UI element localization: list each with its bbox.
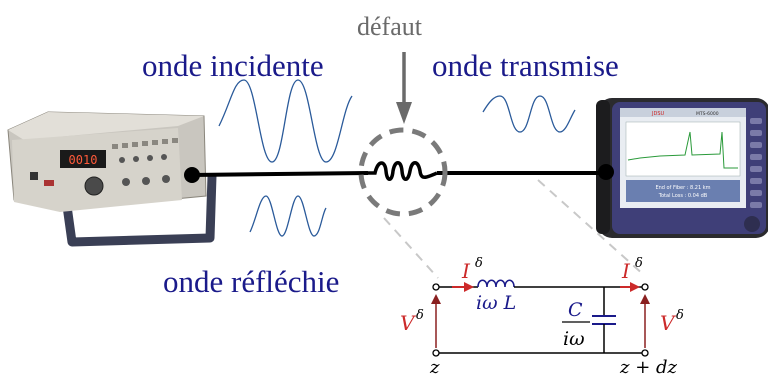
- svg-text:δ: δ: [676, 308, 684, 323]
- transmission-line: [184, 164, 614, 183]
- svg-text:Total Loss : 0.04 dB: Total Loss : 0.04 dB: [658, 193, 708, 199]
- reflected-wave: [250, 196, 326, 236]
- voltage-arrow-left-icon: [431, 294, 441, 348]
- svg-text:δ: δ: [635, 256, 643, 271]
- defect-inductor-icon: [368, 163, 437, 180]
- svg-text:MTS-6000: MTS-6000: [696, 111, 719, 117]
- terminal-bottom-left: [433, 350, 439, 356]
- terminal-top-right: [642, 284, 648, 290]
- equivalent-circuit: [431, 280, 650, 356]
- capacitance-numerator: C: [568, 299, 583, 321]
- current-label-right: I: [621, 259, 631, 283]
- terminal-top-left: [433, 284, 439, 290]
- terminal-bottom-right: [642, 350, 648, 356]
- voltage-arrow-right-icon: [640, 294, 650, 348]
- transmitted-wave: [483, 96, 575, 132]
- current-arrow-right-icon: [620, 282, 640, 292]
- svg-text:δ: δ: [416, 308, 424, 323]
- circuit-inductor-icon: [478, 280, 514, 287]
- svg-text:δ: δ: [475, 256, 483, 271]
- capacitance-denominator: iω: [563, 328, 585, 350]
- zoom-line-left: [384, 218, 438, 278]
- svg-text:End of Fiber : 8.21 km: End of Fiber : 8.21 km: [655, 185, 710, 191]
- voltage-label-right: V: [660, 311, 677, 335]
- inductance-label: iω L: [476, 292, 516, 314]
- svg-text:JDSU: JDSU: [651, 111, 664, 117]
- generator-knob-icon: [85, 177, 103, 195]
- current-label-left: I: [461, 259, 471, 283]
- svg-text:0010: 0010: [69, 153, 98, 167]
- defect-arrow-icon: [396, 52, 412, 124]
- current-arrow-left-icon: [452, 282, 474, 292]
- voltage-label-left: V: [400, 311, 417, 335]
- otdr-device: JDSU MTS-6000 End of Fiber : 8.21 km Tot…: [596, 98, 768, 238]
- line-start-terminal: [184, 167, 200, 183]
- signal-generator: 0010: [8, 112, 212, 242]
- incident-wave: [219, 80, 352, 162]
- position-label-z: z: [429, 357, 440, 376]
- circuit-capacitor-icon: [592, 316, 616, 324]
- position-label-z-plus-dz: z + dz: [619, 357, 678, 376]
- line-end-terminal: [598, 164, 614, 180]
